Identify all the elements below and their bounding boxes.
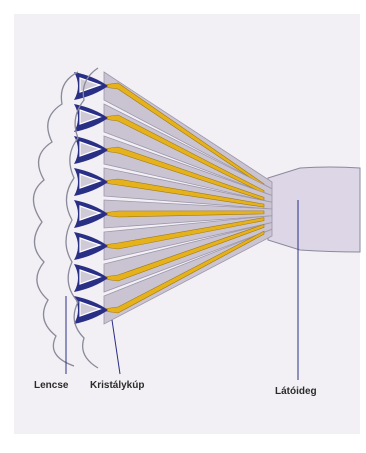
optic-nerve-label: Látóideg	[275, 386, 317, 397]
optic-nerve	[268, 167, 360, 252]
lens-label: Lencse	[34, 380, 68, 391]
crystalline-cone-label: Kristálykúp	[90, 380, 144, 391]
